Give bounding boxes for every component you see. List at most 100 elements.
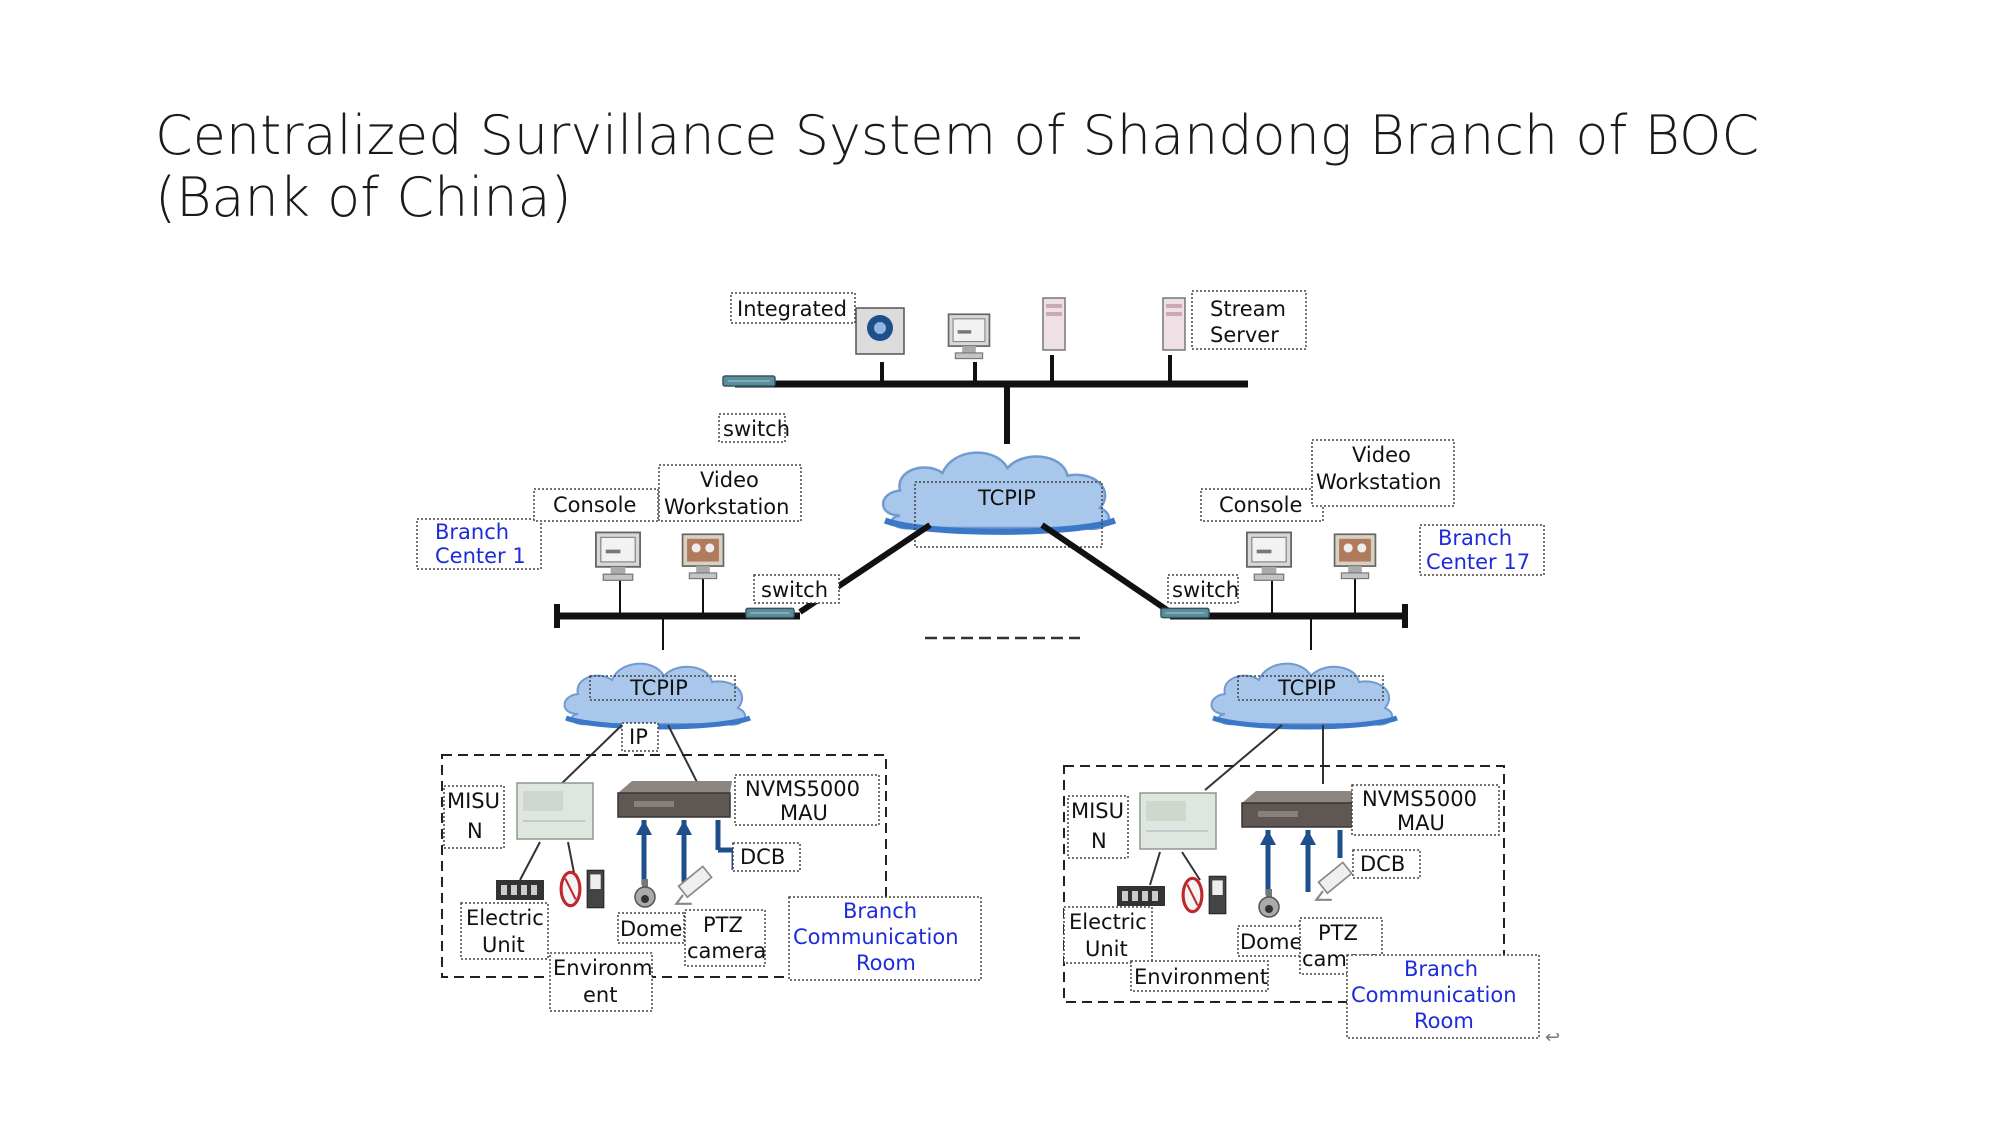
svg-text:MAU: MAU — [780, 801, 828, 825]
svg-text:N: N — [1091, 829, 1107, 853]
stream-server-label: Stream Server — [1191, 290, 1307, 350]
svg-text:Center 1: Center 1 — [435, 544, 526, 568]
svg-text:Branch: Branch — [843, 899, 917, 923]
branch-17-electric-unit-label: Electric Unit — [1063, 906, 1153, 964]
branch-17-console-monitor-icon — [1245, 531, 1293, 582]
svg-text:Stream: Stream — [1210, 297, 1286, 321]
branch-17-nvms-label: NVMS5000 MAU — [1351, 784, 1500, 836]
stream-server-icon — [1162, 297, 1186, 351]
branch-1-console-monitor-icon — [594, 531, 642, 582]
branch-1-nvms-label: NVMS5000 MAU — [734, 774, 880, 826]
svg-text:TCPIP: TCPIP — [1277, 676, 1336, 700]
svg-text:switch: switch — [1172, 578, 1239, 602]
link-to-branch-17 — [1040, 522, 1172, 615]
return-arrow-icon: ↩ — [1545, 1027, 1560, 1048]
svg-text:ent: ent — [583, 983, 617, 1007]
svg-text:Console: Console — [1219, 493, 1302, 517]
branch-1-center-label: Branch Center 1 — [416, 518, 542, 570]
branch-17-tcpip-cloud: TCPIP — [1212, 664, 1398, 727]
integrated-workstation-icon — [855, 307, 905, 355]
branch-1-dome-label: Dome — [617, 912, 685, 944]
central-switch-device — [722, 375, 776, 387]
svg-text:Workstation: Workstation — [1316, 470, 1441, 494]
branch-17-environment-sensor-icon — [1181, 874, 1228, 916]
branch-1-environment-label: Environm ent — [549, 952, 653, 1012]
branch-1-video-workstation-label: Video Workstation — [658, 464, 802, 522]
svg-text:MISU: MISU — [447, 789, 500, 813]
svg-text:Communication: Communication — [1351, 983, 1517, 1007]
svg-text:PTZ: PTZ — [1318, 921, 1358, 945]
svg-text:Center 17: Center 17 — [1426, 550, 1530, 574]
svg-text:Workstation: Workstation — [664, 495, 789, 519]
central-tcpip-cloud: TCPIP — [883, 453, 1115, 548]
branch-17-switch-label: switch — [1167, 574, 1239, 604]
branch-1-electric-unit-label: Electric Unit — [460, 902, 549, 960]
svg-text:DCB: DCB — [740, 845, 785, 869]
svg-text:Dome: Dome — [620, 917, 682, 941]
svg-text:Integrated: Integrated — [737, 297, 847, 321]
branch-1-ptz-camera-label: PTZ camera — [684, 909, 766, 967]
central-server-icon — [1042, 297, 1066, 351]
svg-text:Video: Video — [700, 468, 759, 492]
svg-text:Electric: Electric — [1069, 910, 1147, 934]
branch-17-misun-label: MISU N — [1067, 795, 1129, 859]
branch-17-ptz-camera-icon — [1315, 861, 1353, 901]
svg-text:Branch: Branch — [1404, 957, 1478, 981]
svg-text:NVMS5000: NVMS5000 — [1362, 787, 1477, 811]
branch-center-17: Branch Center 17 Console Video Workstati… — [1063, 439, 1560, 1048]
branch-17-dome-label: Dome — [1237, 925, 1305, 957]
branch-17-dcb-label: DCB — [1352, 849, 1421, 879]
svg-text:Communication: Communication — [793, 925, 959, 949]
svg-text:Unit: Unit — [1085, 937, 1128, 961]
svg-text:Branch: Branch — [435, 520, 509, 544]
branch-17-console-label: Console — [1200, 488, 1324, 522]
page-title: Centralized Survillance System of Shando… — [155, 104, 1760, 229]
svg-text:Branch: Branch — [1438, 526, 1512, 550]
svg-text:Dome: Dome — [1240, 930, 1302, 954]
branch-17-communication-room-label: Branch Communication Room — [1346, 954, 1540, 1039]
svg-text:N: N — [467, 819, 483, 843]
svg-text:Server: Server — [1210, 323, 1279, 347]
branch-17-video-workstation-icon — [1333, 533, 1377, 580]
branch-1-console-label: Console — [533, 488, 659, 522]
branch-17-switch-device — [1160, 607, 1210, 619]
central-site: Integrated Stream Server switch TCPIP — [718, 290, 1307, 640]
branch-17-misun-device — [1139, 792, 1217, 850]
branch-17-environment-label: Environment — [1130, 960, 1269, 992]
svg-text:camera: camera — [687, 939, 766, 963]
svg-text:Environm: Environm — [553, 956, 653, 980]
svg-text:switch: switch — [761, 578, 828, 602]
branch-1-tcpip-cloud: TCPIP — [565, 664, 751, 727]
svg-text:PTZ: PTZ — [703, 913, 743, 937]
branch-1-switch-label: switch — [753, 574, 840, 604]
svg-text:NVMS5000: NVMS5000 — [745, 777, 860, 801]
branch-1-ip-label: IP — [621, 722, 659, 752]
svg-text:DCB: DCB — [1360, 852, 1405, 876]
branch-17-communication-room-frame — [1063, 765, 1505, 1003]
branch-1-switch-device — [745, 607, 795, 619]
svg-text:Unit: Unit — [482, 933, 525, 957]
branch-1-video-workstation-icon — [681, 533, 725, 580]
svg-text:MISU: MISU — [1071, 799, 1124, 823]
svg-text:Console: Console — [553, 493, 636, 517]
branch-1-nvms-device — [617, 780, 733, 818]
svg-text:TCPIP: TCPIP — [977, 486, 1036, 510]
branch-17-center-label: Branch Center 17 — [1419, 524, 1545, 576]
branch-17-nvms-device — [1241, 790, 1357, 828]
branch-1-misun-device — [516, 782, 594, 840]
svg-text:TCPIP: TCPIP — [629, 676, 688, 700]
svg-text:Room: Room — [1414, 1009, 1474, 1033]
svg-text:Environment: Environment — [1134, 965, 1268, 989]
branch-1-communication-room-label: Branch Communication Room — [788, 896, 982, 981]
branch-17-electric-unit-icon — [1117, 886, 1165, 906]
branch-1-environment-sensor-icon — [559, 868, 606, 910]
integrated-label: Integrated — [730, 292, 856, 324]
branch-1-dcb-label: DCB — [732, 842, 801, 872]
svg-text:Video: Video — [1352, 443, 1411, 467]
svg-text:IP: IP — [629, 725, 648, 749]
central-monitor-icon — [947, 313, 991, 360]
branch-17-video-workstation-label: Video Workstation — [1311, 439, 1455, 507]
branch-1-communication-room-frame — [441, 754, 887, 978]
branch-1-dome-camera-icon — [634, 878, 656, 908]
svg-text:Electric: Electric — [466, 906, 544, 930]
